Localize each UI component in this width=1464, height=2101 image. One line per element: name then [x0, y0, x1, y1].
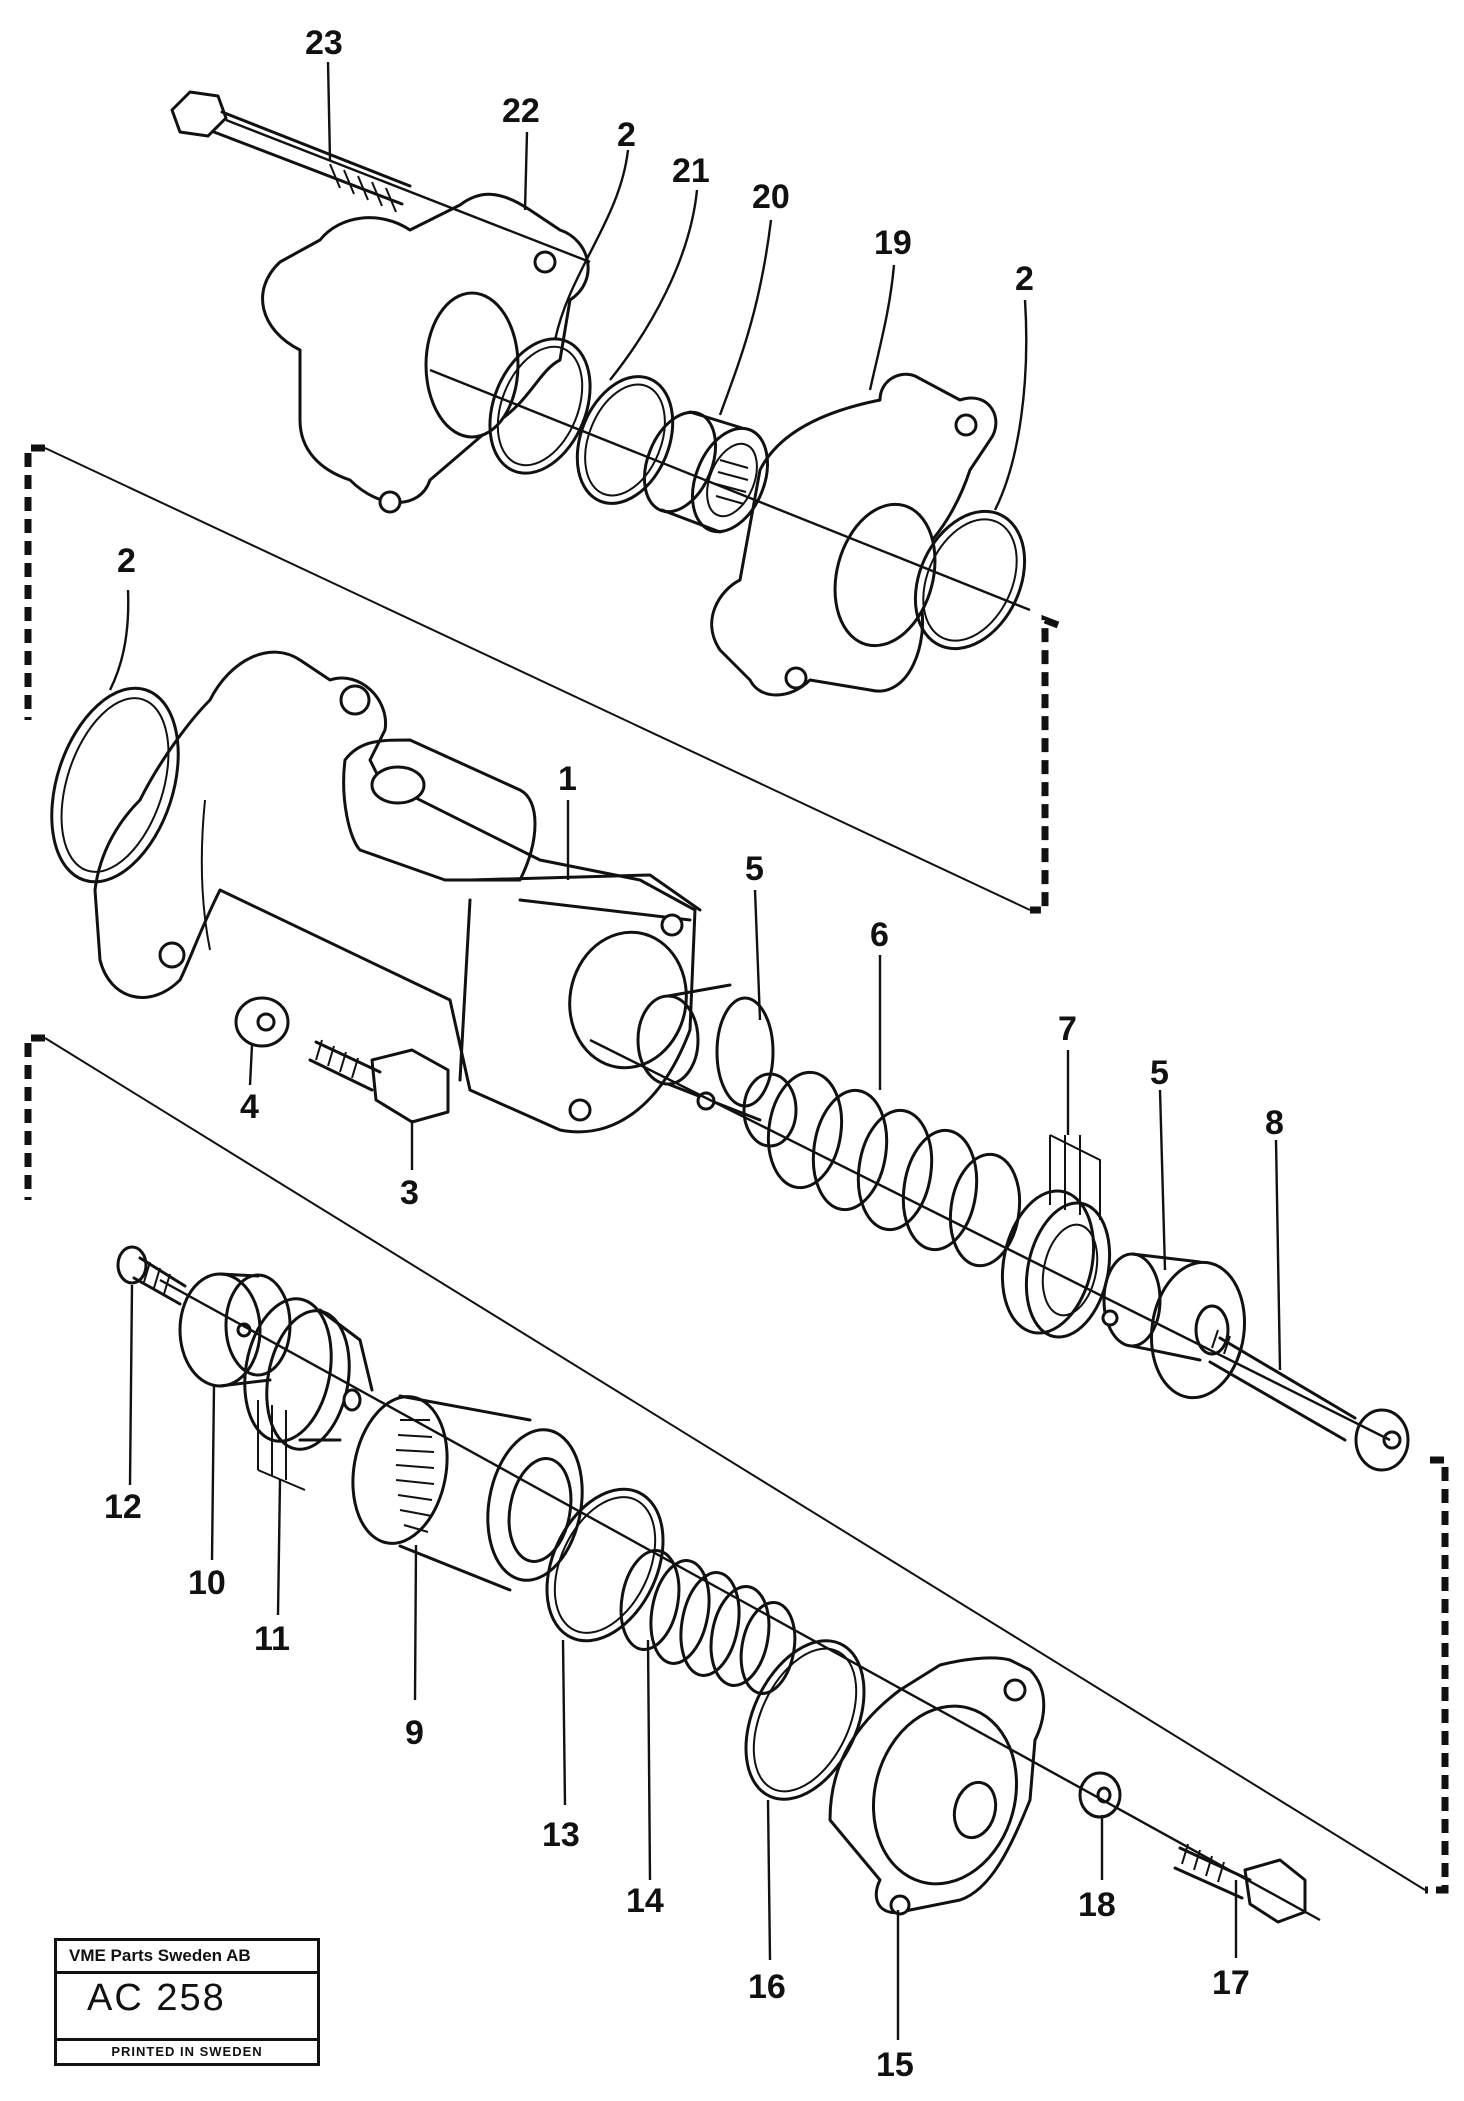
dashed-frame-top: [24, 444, 1060, 914]
part-6-spring: [766, 1070, 1022, 1268]
callout-5-left: 5: [745, 850, 764, 888]
part-2-o-ring-b: [913, 509, 1027, 651]
assembly-axis-top: [429, 368, 1031, 612]
callout-4: 4: [240, 1088, 259, 1126]
callout-19: 19: [874, 224, 912, 262]
assembly-axis-bottom: [159, 1278, 1321, 1922]
part-13-circlip: [545, 1487, 665, 1643]
part-21-o-ring: [575, 375, 675, 505]
part-9-spring-housing: [351, 1394, 584, 1592]
part-14-spring: [619, 1549, 797, 1696]
part-22-flange: [261, 192, 590, 514]
part-18-washer: [1078, 1771, 1122, 1819]
leader-lines: [108, 61, 1282, 2040]
part-23-bolt: [170, 90, 591, 264]
part-17-bolt: [1173, 1843, 1307, 1924]
callout-22: 22: [502, 92, 540, 130]
callout-11: 11: [254, 1620, 290, 1658]
callout-6: 6: [870, 916, 889, 954]
callout-12: 12: [104, 1488, 142, 1526]
callout-13: 13: [542, 1816, 580, 1854]
frame-line-top: [44, 447, 1031, 911]
callout-9: 9: [405, 1714, 424, 1752]
part-2-o-ring-c: [50, 686, 180, 884]
part-10-cap: [178, 1272, 292, 1388]
callout-17: 17: [1212, 1964, 1250, 2002]
callout-14: 14: [626, 1882, 664, 1920]
callout-2-right: 2: [1015, 260, 1034, 298]
callout-8: 8: [1265, 1104, 1284, 1142]
part-5-plunger-b: [1101, 1252, 1247, 1400]
callout-labels: 23 22 2 21 20 19 2 2 1 5 6 7 5 8 4 3 12 …: [104, 24, 1284, 2084]
drawing-code: AC 258: [87, 1977, 226, 2019]
callout-10: 10: [188, 1564, 226, 1602]
title-block: VME Parts Sweden AB AC 258 PRINTED IN SW…: [54, 1938, 320, 2066]
callout-3: 3: [400, 1174, 419, 1212]
part-8-adjusting-screw: [589, 1038, 1410, 1472]
part-15-end-cover: [828, 1656, 1046, 1916]
callout-20: 20: [752, 178, 790, 216]
dashed-frame-middle: [24, 1034, 1449, 1894]
printed-in-notice: PRINTED IN SWEDEN: [57, 2038, 317, 2063]
part-2-o-ring-a: [488, 337, 592, 475]
part-20-threaded-nipple: [643, 410, 769, 534]
callout-7: 7: [1058, 1010, 1077, 1048]
part-12-screw: [116, 1245, 187, 1306]
part-19-flange: [710, 372, 998, 697]
callout-2-left: 2: [117, 542, 136, 580]
callout-16: 16: [748, 1968, 786, 2006]
part-16-o-ring: [744, 1639, 866, 1801]
company-name: VME Parts Sweden AB: [57, 1941, 317, 1974]
callout-23: 23: [305, 24, 343, 62]
frame-line-middle: [44, 1037, 1426, 1891]
callout-21: 21: [672, 152, 710, 190]
callout-5-right: 5: [1150, 1054, 1169, 1092]
part-1-valve-housing: [93, 650, 702, 1134]
callout-15: 15: [876, 2046, 914, 2084]
part-3-bolt: [308, 1039, 450, 1124]
part-11-shims: [243, 1297, 374, 1491]
part-4-washer: [234, 996, 290, 1048]
callout-18: 18: [1078, 1886, 1116, 1924]
callout-1: 1: [558, 760, 577, 798]
callout-2-top: 2: [617, 116, 636, 154]
